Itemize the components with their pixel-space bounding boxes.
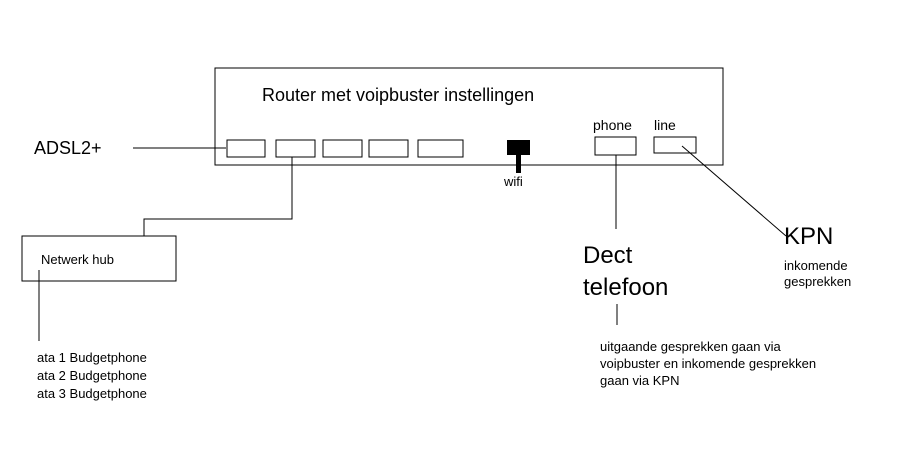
dect-label-line: telefoon <box>583 274 669 301</box>
network-hub-label: Netwerk hub <box>41 252 114 267</box>
network-hub-box <box>21 235 177 282</box>
wifi-antenna-base <box>507 140 530 155</box>
ata-device-item: ata 2 Budgetphone <box>37 368 147 383</box>
router-port-5 <box>417 139 464 158</box>
line-port <box>653 136 697 154</box>
hub-connector <box>143 157 293 236</box>
call-routing-note: uitgaande gesprekken gaan via voipbuster… <box>600 338 816 389</box>
note-line: voipbuster en inkomende gesprekken <box>600 356 817 371</box>
phone-port-label: phone <box>593 117 632 133</box>
ata-device-item: ata 3 Budgetphone <box>37 386 147 401</box>
line-port-label: line <box>654 117 676 133</box>
router-port-3 <box>322 139 363 158</box>
note-line: gaan via KPN <box>600 373 680 388</box>
wifi-label: wifi <box>504 174 523 189</box>
ata-device-list: ata 1 Budgetphone ata 2 Budgetphone ata … <box>37 349 147 403</box>
router-port-1 <box>226 139 266 158</box>
adsl-label: ADSL2+ <box>34 138 102 158</box>
kpn-connector <box>681 145 787 237</box>
ata-device-item: ata 1 Budgetphone <box>37 350 147 365</box>
note-line: uitgaande gesprekken gaan via <box>600 339 781 354</box>
kpn-sublabel-line: inkomende <box>784 258 848 273</box>
router-title: Router met voipbuster instellingen <box>262 85 535 105</box>
dect-label: Dect telefoon <box>583 240 668 304</box>
router-port-4 <box>368 139 409 158</box>
router-box <box>214 67 724 166</box>
wifi-antenna-stem <box>516 154 521 173</box>
kpn-label: KPN <box>784 223 834 250</box>
dect-label-line: Dect <box>583 242 633 269</box>
phone-port <box>594 136 637 156</box>
kpn-sublabel-line: gesprekken <box>784 274 852 289</box>
kpn-sublabel: inkomende gesprekken <box>784 258 851 290</box>
router-port-2 <box>275 139 316 158</box>
